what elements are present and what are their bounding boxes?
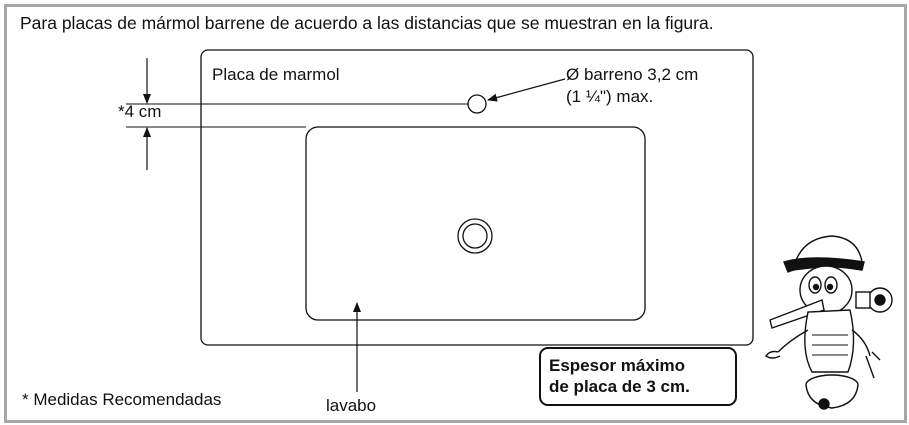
slab-label: Placa de marmol <box>212 65 340 84</box>
plumber-mascot-icon <box>765 235 893 410</box>
drain-outer <box>457 218 493 254</box>
drill-hole-circle <box>467 94 487 114</box>
drill-hole-label: Ø barreno 3,2 cm <box>566 65 699 84</box>
callout-line-2: de placa de 3 cm. <box>549 377 690 396</box>
max-thickness-callout: Espesor máximo de placa de 3 cm. <box>539 347 737 406</box>
figure-frame <box>4 4 907 423</box>
dimension-label: *4 cm <box>118 102 162 121</box>
marble-slab-outline <box>200 49 754 346</box>
drill-hole-leader <box>487 78 566 102</box>
drill-hole-size-label: (1 ¼") max. <box>566 87 654 106</box>
sink-basin-outline <box>305 126 646 321</box>
instruction-heading: Para placas de mármol barrene de acuerdo… <box>20 13 714 33</box>
sink-label: lavabo <box>326 396 377 415</box>
drain-inner <box>462 223 488 249</box>
callout-line-1: Espesor máximo <box>549 356 686 375</box>
recommended-measures-note: * Medidas Recomendadas <box>22 390 222 409</box>
